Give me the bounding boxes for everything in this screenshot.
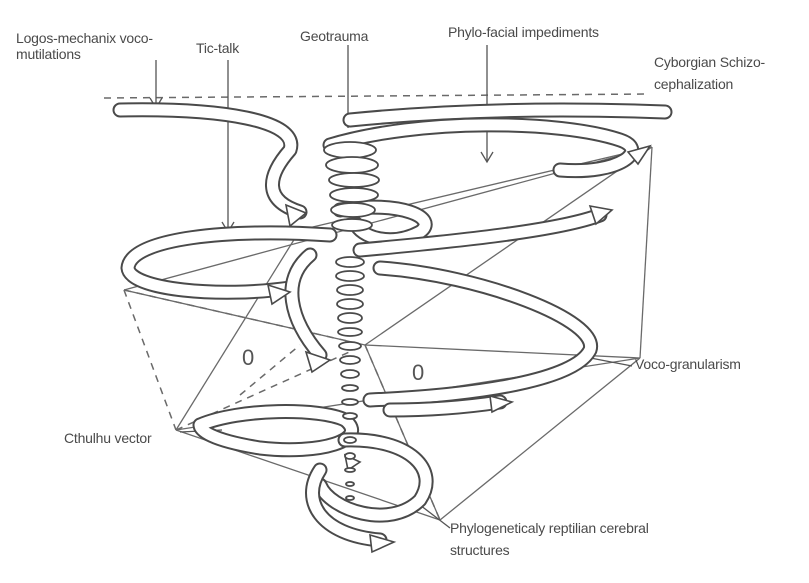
zero-mark-right: 0 [412,360,425,385]
label-phylo-facial: Phylo-facial impediments [448,24,599,40]
label-reptilian-line2: structures [450,542,510,558]
label-cthulhu-vector: Cthulhu vector [64,430,152,446]
label-tic-talk: Tic-talk [196,40,239,56]
label-geotrauma: Geotrauma [300,28,369,44]
central-coil [323,141,380,501]
arrowheads [266,144,652,554]
label-logos-mechanix-line2: mutilations [16,46,81,62]
flow-ribbons [112,102,673,548]
label-cyborgian-line2: cephalization [654,76,734,92]
label-logos-mechanix: Logos-mechanix voco- [16,30,153,46]
label-cyborgian: Cyborgian Schizo- [654,54,765,70]
label-voco-granularism: Voco-granularism [635,356,741,372]
top-dashed-plane-line [103,93,651,99]
label-reptilian: Phylogeneticaly reptilian cerebral [450,520,649,536]
zero-mark-left: 0 [242,345,255,370]
